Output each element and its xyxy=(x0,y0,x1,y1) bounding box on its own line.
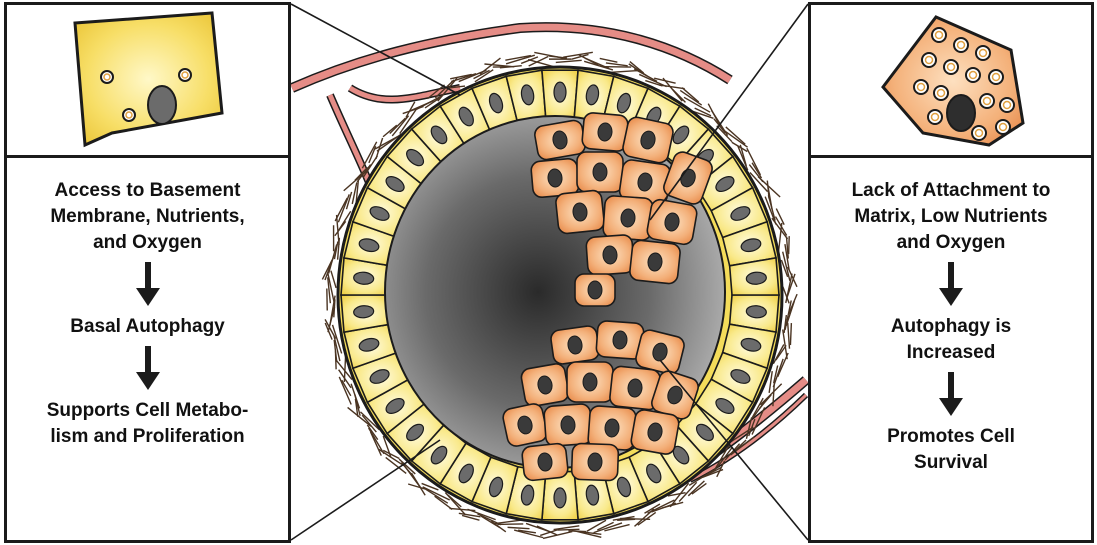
left-step-3-line-1: Supports Cell Metabo- xyxy=(47,398,249,424)
left-step-1-line-3: and Oxygen xyxy=(50,230,244,256)
left-step-1: Access to Basement Membrane, Nutrients, … xyxy=(50,178,244,256)
left-step-3: Supports Cell Metabo- lism and Prolifera… xyxy=(47,398,249,450)
right-step-2-line-1: Autophagy is xyxy=(891,314,1011,340)
right-step-1-line-1: Lack of Attachment to xyxy=(852,178,1051,204)
down-arrow-icon xyxy=(939,372,963,416)
down-arrow-icon xyxy=(136,262,160,306)
right-step-1-line-3: and Oxygen xyxy=(852,230,1051,256)
right-flow: Lack of Attachment to Matrix, Low Nutrie… xyxy=(811,158,1091,476)
nucleus-icon xyxy=(148,86,176,124)
left-step-3-line-2: lism and Proliferation xyxy=(47,424,249,450)
stressed-cell-icon xyxy=(811,5,1091,155)
right-step-2-line-2: Increased xyxy=(891,340,1011,366)
left-step-2: Basal Autophagy xyxy=(70,314,225,340)
left-panel: Access to Basement Membrane, Nutrients, … xyxy=(4,2,291,543)
nucleus-icon xyxy=(947,95,975,131)
right-step-3-line-2: Survival xyxy=(887,450,1015,476)
right-step-2: Autophagy is Increased xyxy=(891,314,1011,366)
right-step-1: Lack of Attachment to Matrix, Low Nutrie… xyxy=(852,178,1051,256)
left-step-1-line-2: Membrane, Nutrients, xyxy=(50,204,244,230)
right-step-3: Promotes Cell Survival xyxy=(887,424,1015,476)
left-flow: Access to Basement Membrane, Nutrients, … xyxy=(7,158,288,450)
right-cell-box xyxy=(811,5,1091,158)
down-arrow-icon xyxy=(939,262,963,306)
right-panel: Lack of Attachment to Matrix, Low Nutrie… xyxy=(808,2,1094,543)
down-arrow-icon xyxy=(136,346,160,390)
normal-cell-icon xyxy=(7,5,288,155)
right-step-3-line-1: Promotes Cell xyxy=(887,424,1015,450)
left-cell-box xyxy=(7,5,288,158)
left-step-1-line-1: Access to Basement xyxy=(50,178,244,204)
right-step-1-line-2: Matrix, Low Nutrients xyxy=(852,204,1051,230)
left-step-2-line-1: Basal Autophagy xyxy=(70,314,225,340)
